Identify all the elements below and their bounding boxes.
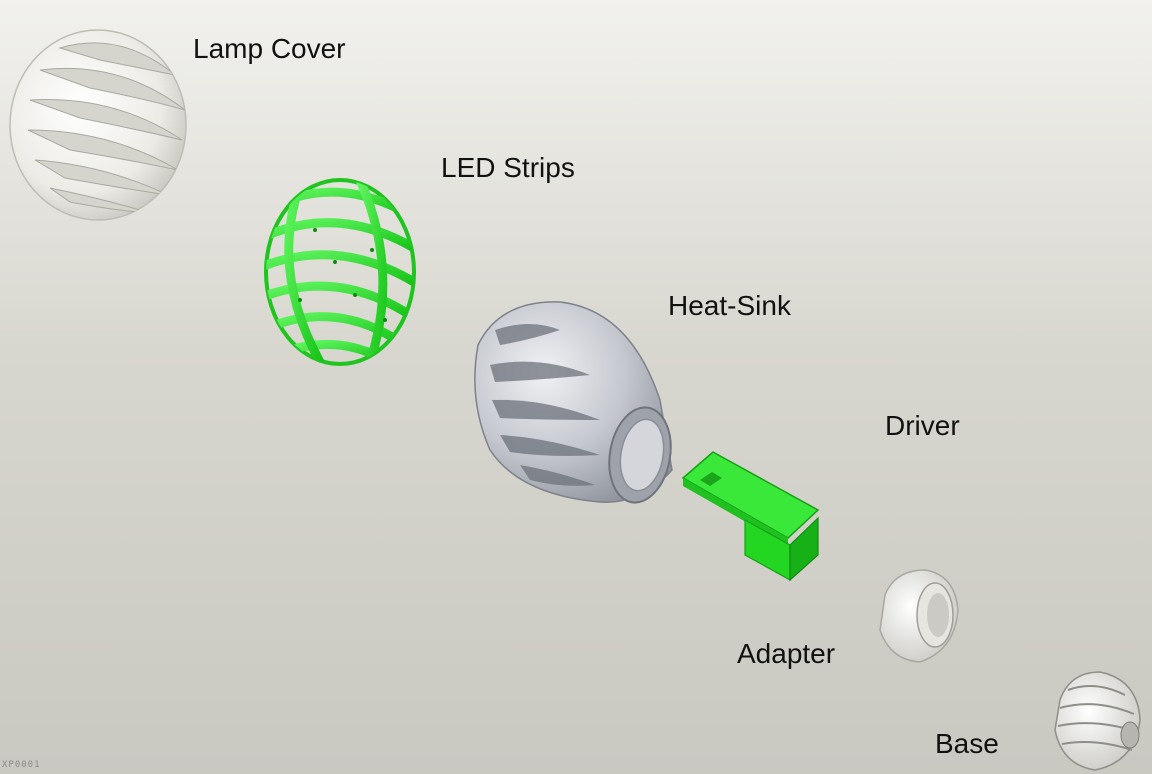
base-label: Base xyxy=(935,728,999,759)
driver-part xyxy=(681,451,820,582)
led-strips-part xyxy=(264,178,416,366)
driver-label: Driver xyxy=(885,410,960,441)
led-strips-label: LED Strips xyxy=(441,152,575,183)
base-part xyxy=(1054,671,1141,771)
heat-sink-part xyxy=(474,301,673,504)
adapter-label: Adapter xyxy=(737,638,836,669)
lamp-cover-label: Lamp Cover xyxy=(193,33,346,64)
watermark-text: XP0001 xyxy=(2,760,41,770)
heat-sink-label: Heat-Sink xyxy=(668,290,791,321)
lamp-cover-part xyxy=(9,29,187,221)
adapter-part xyxy=(879,569,959,663)
